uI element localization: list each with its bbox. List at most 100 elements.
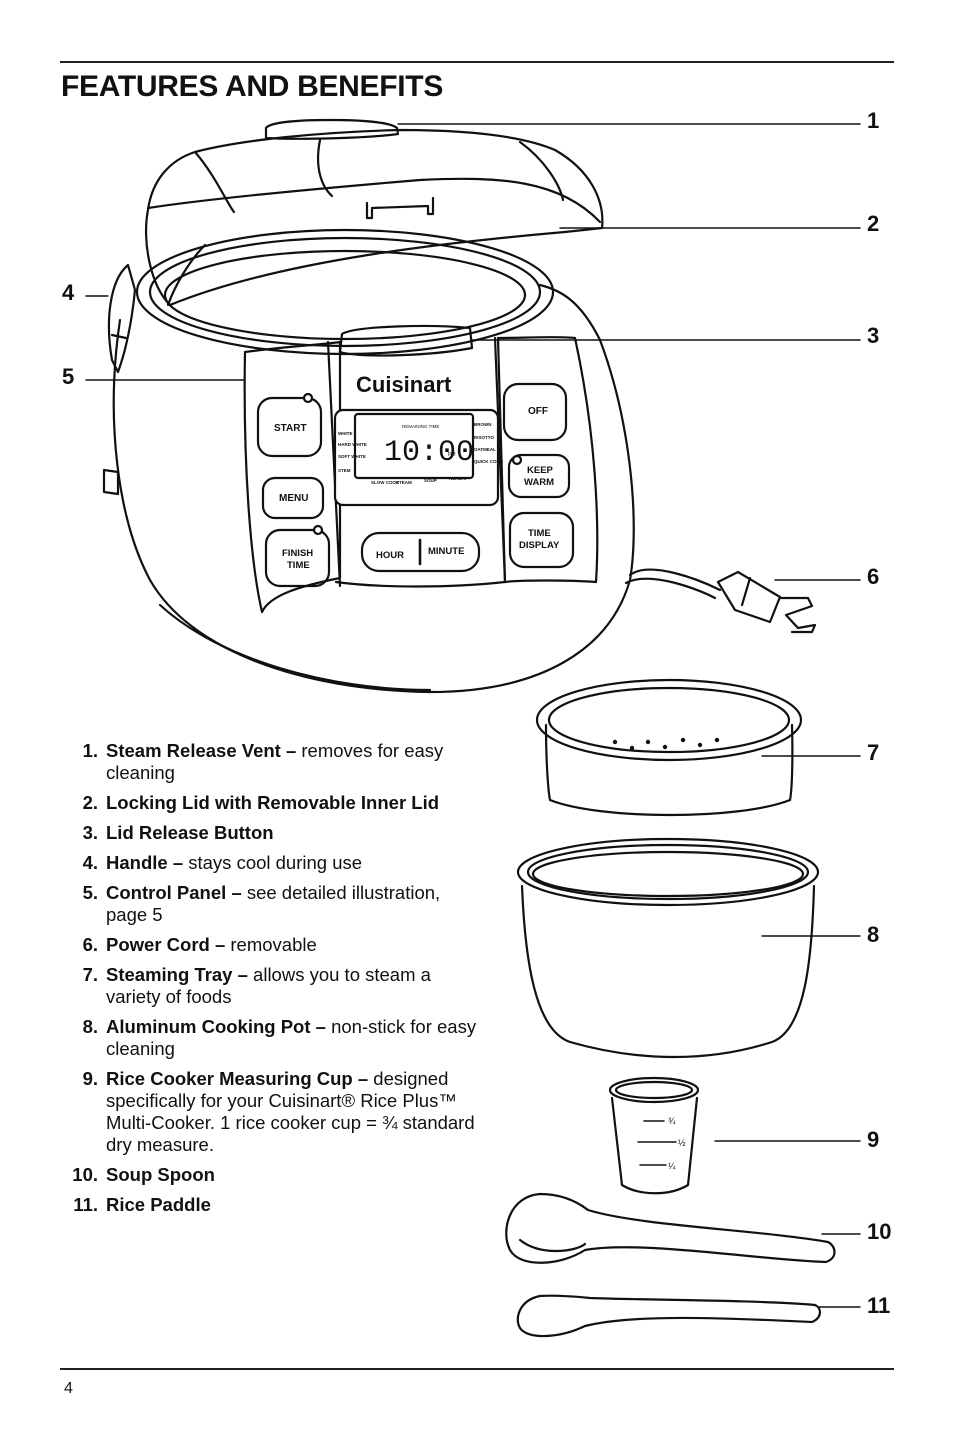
feature-title: Control Panel – <box>106 882 242 903</box>
features-list: 1. Steam Release Vent – removes for easy … <box>64 740 484 1224</box>
feature-item: 8. Aluminum Cooking Pot – non-stick for e… <box>64 1016 484 1060</box>
start-button <box>256 396 323 458</box>
feature-title: Steam Release Vent – <box>106 740 297 761</box>
feature-number: 7. <box>82 964 98 985</box>
finish-label: FINISH <box>282 548 313 559</box>
soup-spoon <box>505 1192 836 1264</box>
feature-number: 4. <box>82 852 98 873</box>
feature-title: Rice Cooker Measuring Cup – <box>106 1068 369 1089</box>
minute-label: MINUTE <box>428 546 464 557</box>
mode-slow-cook: SLOW COOK <box>371 480 400 485</box>
feature-description: non-stick for easy cleaning <box>106 1016 477 1059</box>
mode-hard-white: HARD WHITE <box>338 442 367 447</box>
mode-stem: STEM <box>338 468 351 473</box>
feature-title: Rice Paddle <box>106 1194 211 1215</box>
menu-button <box>261 476 325 520</box>
feature-number: 2. <box>82 792 98 813</box>
warm-label: WARM <box>524 477 554 488</box>
feature-number: 6. <box>82 934 98 955</box>
mode-soup: SOUP <box>424 478 437 483</box>
callout-4: 4 <box>62 280 75 305</box>
mode-risotto: RISOTTO <box>474 435 494 440</box>
feature-description: designed specifically for your Cuisinart… <box>106 1068 475 1155</box>
side-latch <box>102 468 120 496</box>
leader-lines <box>85 123 861 1308</box>
keep-warm-button <box>507 453 571 499</box>
callout-10: 10 <box>867 1219 892 1244</box>
finish-time-button <box>264 528 331 588</box>
feature-number: 3. <box>82 822 98 843</box>
display-pm: PM <box>448 452 456 458</box>
feature-title: Soup Spoon <box>106 1164 215 1185</box>
rice-measuring-cup <box>608 1076 700 1195</box>
steam-release-vent <box>264 118 400 140</box>
callout-5: 5 <box>62 364 75 389</box>
mode-reheat: REHEAT <box>449 476 467 481</box>
feature-item: 5. Control Panel – see detailed illustrat… <box>64 882 484 926</box>
callout-11: 11 <box>867 1293 891 1318</box>
display-label: DISPLAY <box>519 540 560 551</box>
callout-1: 1 <box>867 108 880 133</box>
cup-mark-three-quarter: ¾ <box>668 1116 676 1126</box>
hour-minute-button <box>360 531 481 573</box>
feature-title: Aluminum Cooking Pot – <box>106 1016 326 1037</box>
menu-label: MENU <box>279 493 308 504</box>
callout-6: 6 <box>867 564 880 589</box>
feature-description: stays cool during use <box>183 852 363 873</box>
callout-9: 9 <box>867 1127 880 1152</box>
lid-release-button <box>338 324 474 357</box>
cup-mark-half: ½ <box>678 1138 686 1148</box>
remaining-time-label: REMAINING TIME <box>402 424 439 429</box>
mode-white: WHITE <box>338 431 353 436</box>
callout-3: 3 <box>867 323 880 348</box>
feature-description: see detailed illustration, page 5 <box>106 882 441 925</box>
feature-item: 2. Locking Lid with Removable Inner Lid <box>64 792 484 814</box>
locking-lid <box>145 118 604 307</box>
feature-item: 4. Handle – stays cool during use <box>64 852 484 874</box>
aluminum-cooking-pot <box>516 837 820 1059</box>
page-title: FEATURES AND BENEFITS <box>61 70 444 103</box>
display-time: 10:00 <box>384 436 474 470</box>
feature-title: Steaming Tray – <box>106 964 248 985</box>
mode-soft-white: SOFT WHITE <box>338 454 366 459</box>
brand-logo: Cuisinart <box>356 372 452 397</box>
feature-title: Handle – <box>106 852 184 873</box>
feature-description: removes for easy cleaning <box>106 740 444 783</box>
mode-steam: STEAM <box>396 480 412 485</box>
feature-number: 9. <box>82 1068 98 1089</box>
callout-2: 2 <box>867 211 880 236</box>
callout-7: 7 <box>867 740 880 765</box>
power-cord <box>624 568 817 634</box>
feature-item: 6. Power Cord – removable <box>64 934 484 956</box>
top-rule <box>60 61 894 63</box>
page-number: 4 <box>64 1380 73 1397</box>
off-button <box>502 382 568 442</box>
feature-item: 3. Lid Release Button <box>64 822 484 844</box>
mode-quick-cook: QUICK COOK <box>474 459 504 464</box>
time-label: TIME <box>528 528 551 539</box>
finish-time-label: TIME <box>287 560 310 571</box>
start-label: START <box>274 423 307 434</box>
feature-title: Power Cord – <box>106 934 226 955</box>
feature-number: 8. <box>82 1016 98 1037</box>
hour-label: HOUR <box>376 550 404 561</box>
feature-item: 11.Rice Paddle <box>64 1194 484 1216</box>
time-display-button <box>508 511 575 569</box>
off-label: OFF <box>528 406 548 417</box>
control-panel <box>243 336 599 614</box>
feature-number: 1. <box>82 740 98 761</box>
rice-paddle <box>516 1294 821 1338</box>
feature-title: Lid Release Button <box>106 822 274 843</box>
steaming-tray <box>535 678 803 817</box>
feature-title: Locking Lid with Removable Inner Lid <box>106 792 440 813</box>
cooker-body <box>102 228 635 694</box>
feature-number: 5. <box>82 882 98 903</box>
mode-brown: BROWN <box>474 422 492 427</box>
feature-description: removable <box>225 934 317 955</box>
feature-item: 1. Steam Release Vent – removes for easy … <box>64 740 484 784</box>
feature-number: 10. <box>72 1164 98 1185</box>
mode-oatmeal: OATMEAL <box>474 447 496 452</box>
callout-8: 8 <box>867 922 880 947</box>
cup-mark-quarter: ¼ <box>668 1161 676 1171</box>
